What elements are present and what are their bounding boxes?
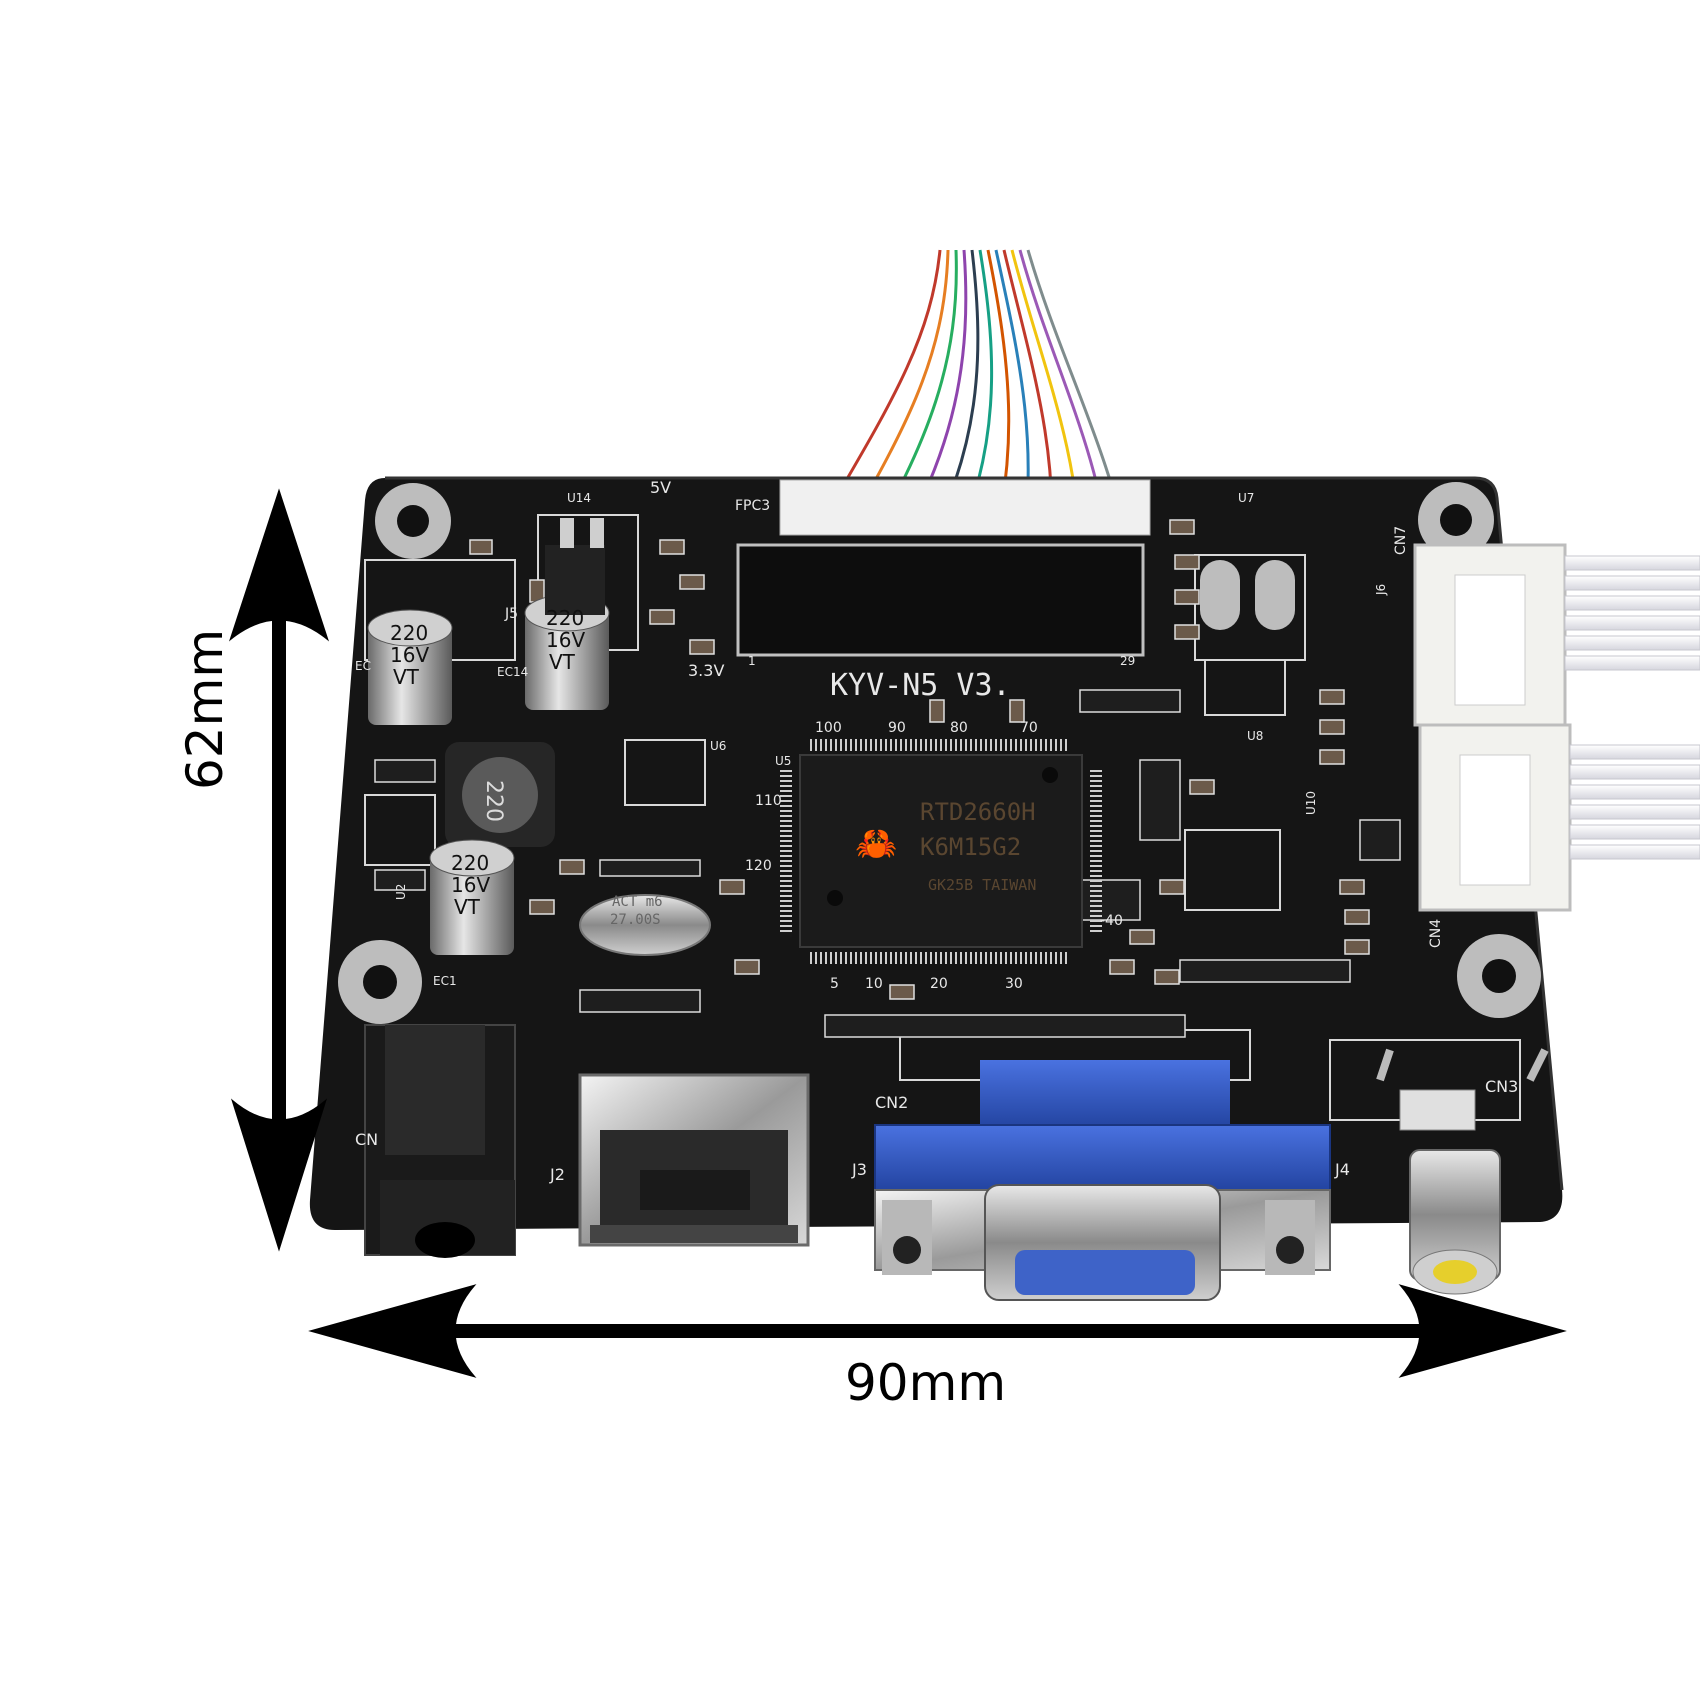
silk-label-u10: U10	[1304, 791, 1318, 815]
capacitor-type-1: VT	[393, 665, 420, 689]
pin-number-bottom-30: 30	[1005, 976, 1023, 992]
pin-number-bottom-20: 20	[930, 976, 948, 992]
silk-label-j5: J5	[504, 606, 518, 622]
fpc-pin-1-label: 1	[748, 654, 756, 668]
vga-port	[874, 1060, 1331, 1301]
dimension-arrows	[228, 488, 1567, 1378]
silk-label-cn2: CN2	[875, 1093, 908, 1112]
smd-components	[469, 519, 1370, 1000]
pin-number-bottom-5: 5	[830, 976, 839, 992]
capacitor-voltage-1: 16V	[390, 643, 429, 667]
smd-resistor-arrays	[374, 689, 1401, 1038]
crystal-marking-line-1: ACT m6	[612, 894, 663, 910]
inductor-marking: 220	[481, 780, 506, 822]
capacitor-type-2: VT	[549, 650, 576, 674]
inductor	[445, 742, 555, 847]
silk-label-ec14: EC14	[497, 665, 528, 679]
arrow-up-icon	[228, 488, 330, 642]
capacitor-type-3: VT	[454, 895, 481, 919]
hdmi-port	[578, 1073, 810, 1247]
pin-number-40: -40	[1100, 913, 1123, 929]
pin-number-top-70: 70	[1020, 720, 1038, 736]
silk-label-cn3: CN3	[1485, 1077, 1518, 1096]
silk-label-j6: J6	[1374, 584, 1388, 596]
capacitor-value-3: 220	[451, 851, 489, 875]
capacitor-voltage-3: 16V	[451, 873, 490, 897]
fpc-pin-29-label: 29	[1120, 654, 1135, 668]
ribbon-cables	[1564, 555, 1700, 860]
silk-label-v33: 3.3V	[688, 661, 724, 680]
silk-label-j3: J3	[851, 1160, 867, 1179]
capacitor-value-1: 220	[390, 621, 428, 645]
silk-label-u8: U8	[1247, 729, 1263, 743]
silk-label-cn1: CN	[355, 1130, 378, 1149]
chip-marking-line-3: GK25B TAIWAN	[928, 876, 1036, 894]
pin-number-top-100: 100	[815, 720, 842, 736]
cn7-connector	[1413, 543, 1567, 727]
silk-label-j4: J4	[1334, 1160, 1350, 1179]
voltage-regulator	[545, 518, 605, 615]
crystal-oscillator	[579, 894, 711, 956]
board-model-label: KYV-N5 V3.	[830, 668, 1011, 703]
main-ic: 🦀	[780, 739, 1102, 964]
pin-number-top-90: 90	[888, 720, 906, 736]
crystal-marking-line-2: 27.00S	[610, 912, 661, 928]
chip-logo: 🦀	[855, 824, 897, 864]
fpc-pin-header	[736, 479, 1151, 657]
silk-label-j2: J2	[549, 1165, 565, 1184]
mounting-holes	[338, 482, 1541, 1024]
pin-number-120: 120	[745, 858, 772, 874]
pin-number-110: 110	[755, 793, 782, 809]
pin-number-bottom-10: 10	[865, 976, 883, 992]
silk-label-ec1: EC1	[433, 974, 457, 988]
silk-label-u7: U7	[1238, 491, 1254, 505]
width-dimension-label: 90mm	[845, 1354, 1007, 1412]
pads-u7	[1200, 560, 1295, 630]
silk-label-fpc: FPC3	[735, 498, 770, 514]
arrow-right-icon	[1398, 1284, 1567, 1378]
silk-label-u2: U2	[394, 884, 408, 900]
silk-label-cn7: CN7	[1393, 526, 1409, 555]
capacitors	[367, 594, 610, 955]
silk-label-u14: U14	[567, 491, 591, 505]
rca-jack	[1376, 1048, 1549, 1295]
arrow-left-icon	[308, 1284, 477, 1378]
silk-label-u6: U6	[710, 739, 726, 753]
silk-label-cn4: CN4	[1428, 919, 1444, 948]
capacitor-value-2: 220	[546, 606, 584, 630]
capacitor-voltage-2: 16V	[546, 628, 585, 652]
pin-number-top-80: 80	[950, 720, 968, 736]
silk-label-ec_left: EC	[355, 659, 371, 673]
dc-power-jack	[364, 1024, 516, 1258]
chip-marking-line-1: RTD2660H	[920, 798, 1036, 826]
height-dimension-label: 62mm	[176, 628, 234, 790]
silk-label-v5: 5V	[650, 478, 671, 497]
cn4-connector	[1418, 723, 1572, 912]
silk-label-u5: U5	[775, 754, 791, 768]
arrow-down-icon	[231, 1098, 327, 1252]
chip-marking-line-2: K6M15G2	[920, 833, 1021, 861]
